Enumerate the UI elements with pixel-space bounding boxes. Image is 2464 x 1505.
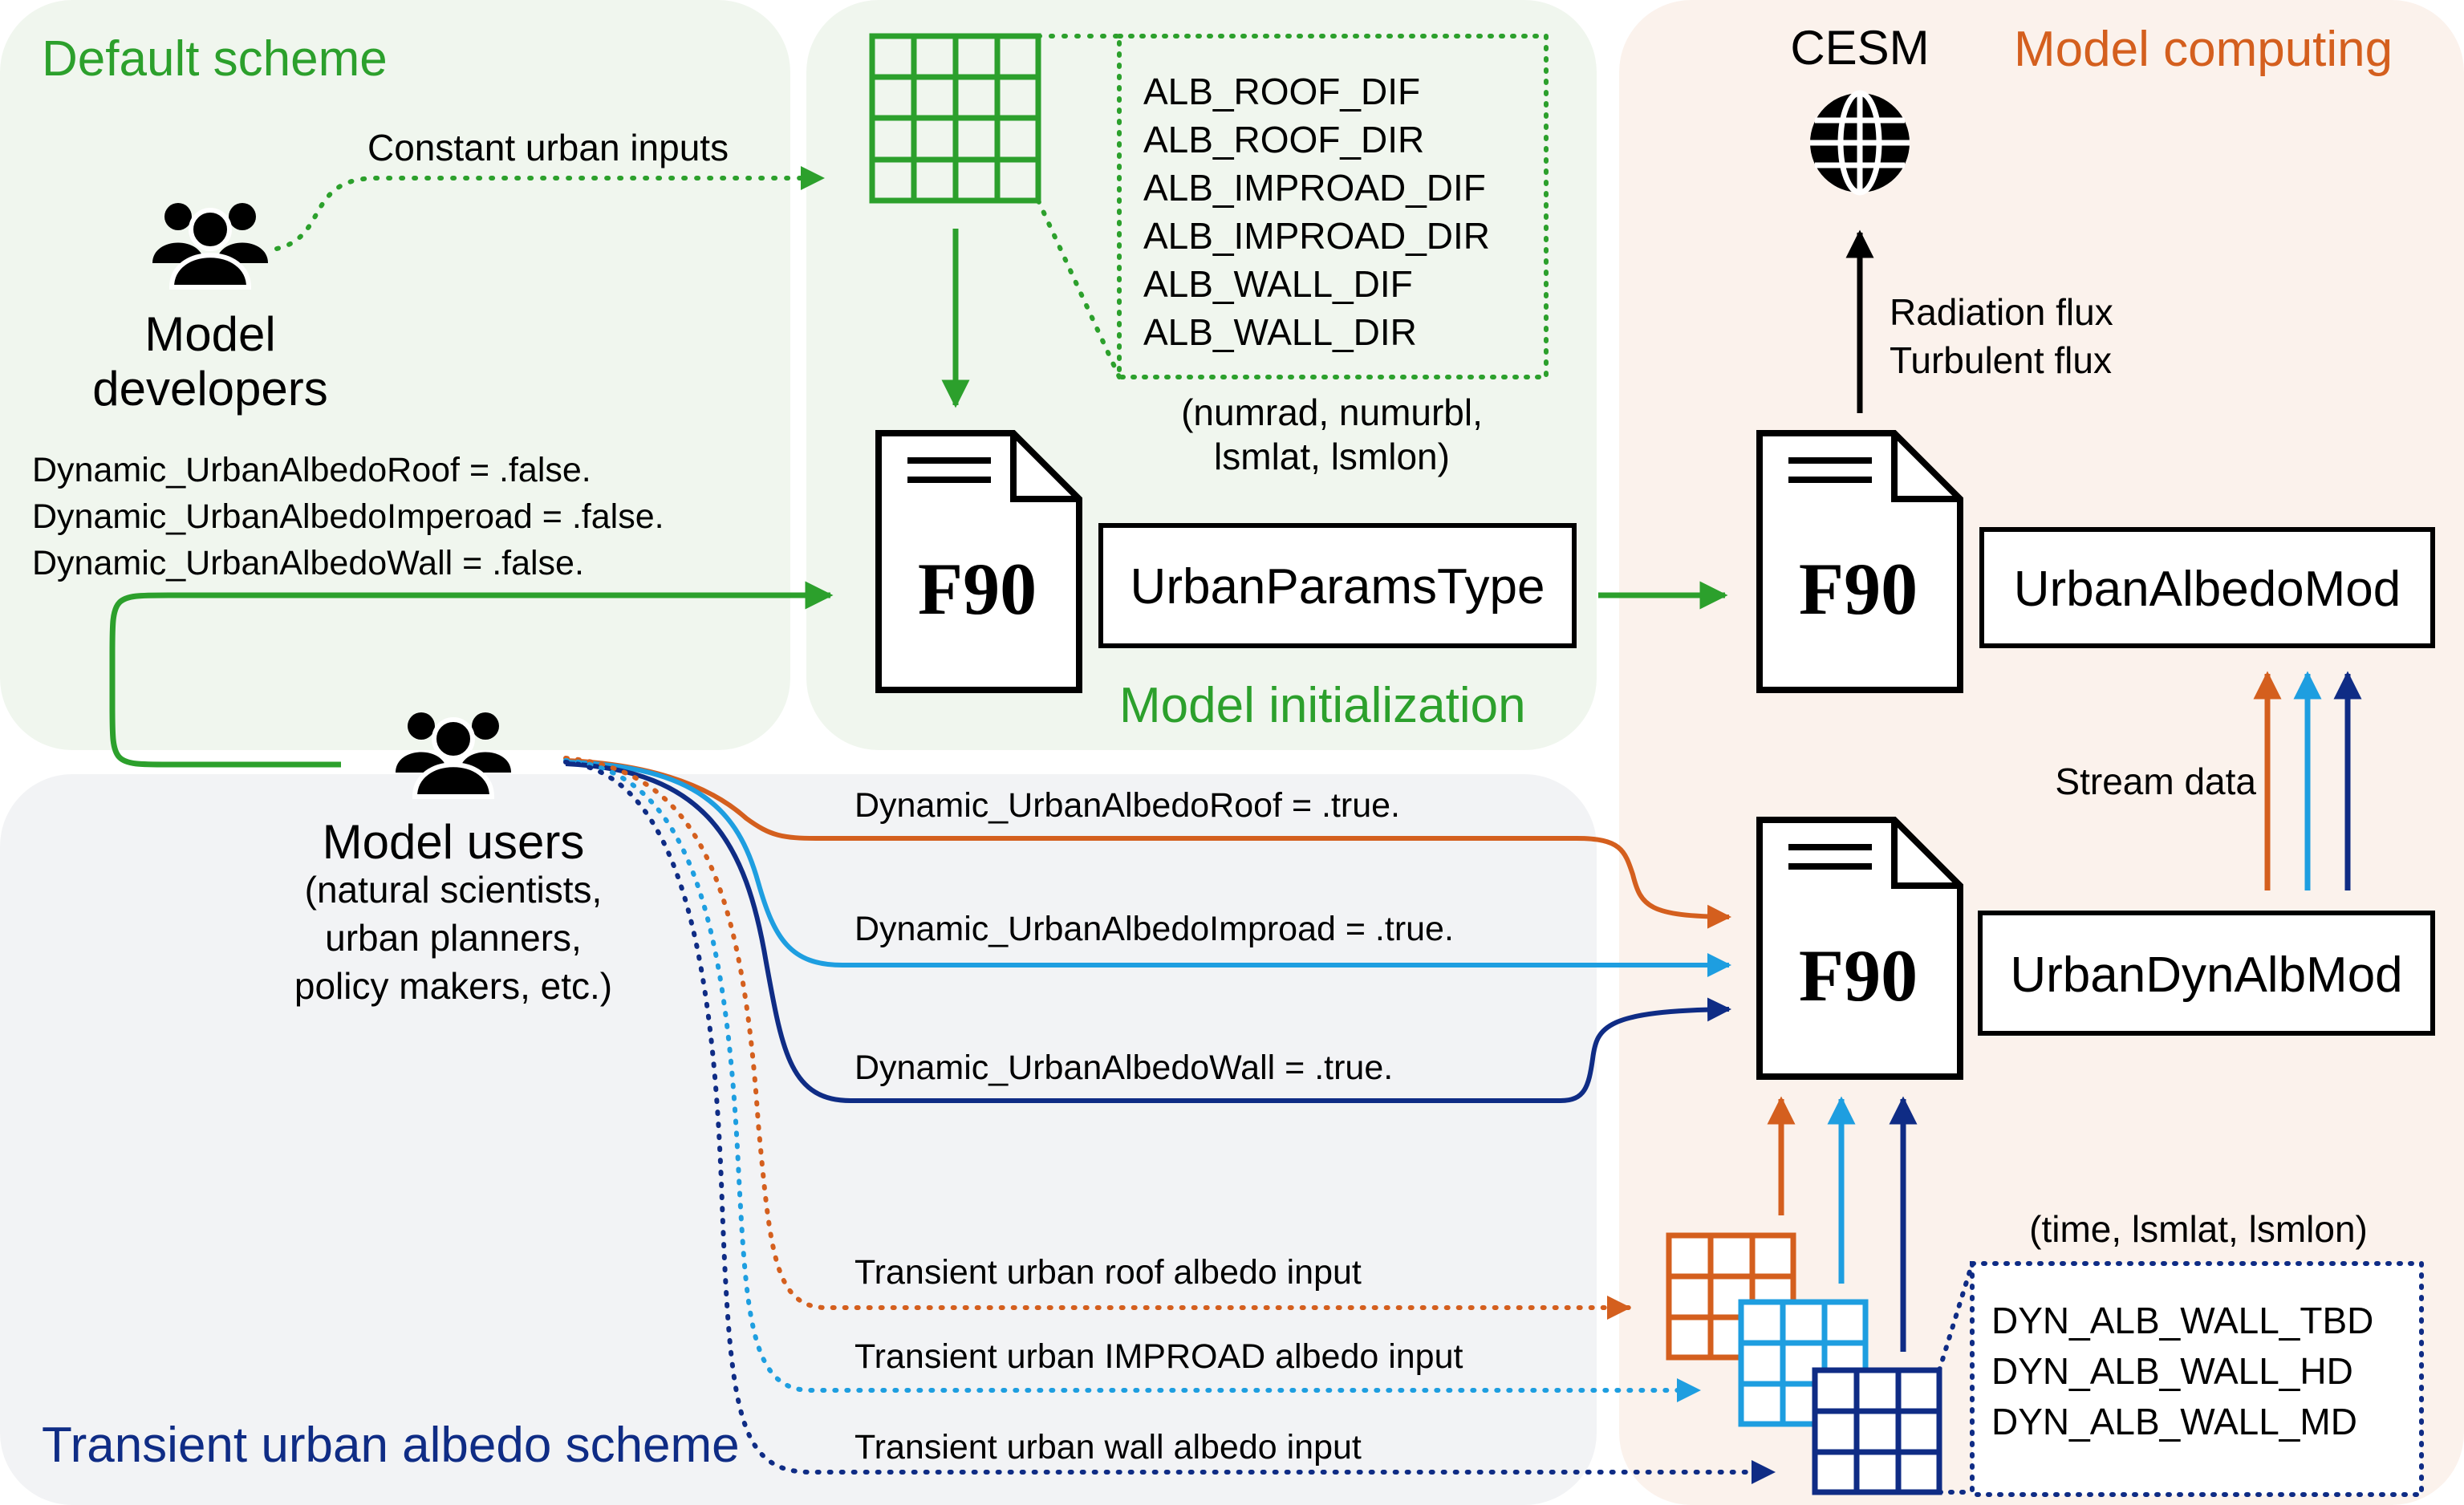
dyn-var: DYN_ALB_WALL_MD (1991, 1401, 2357, 1442)
improad-flag-arrow (565, 760, 1731, 977)
param-var: ALB_WALL_DIF (1143, 263, 1413, 305)
params-table-icon (869, 33, 1041, 204)
params-var-list: ALB_ROOF_DIF ALB_ROOF_DIR ALB_IMPROAD_DI… (1143, 71, 1490, 353)
stream-data-label: Stream data (2055, 761, 2256, 802)
transient-scheme-region (0, 774, 1597, 1505)
cesm-label: CESM (1790, 21, 1929, 75)
default-scheme-title: Default scheme (42, 31, 388, 87)
urban-params-box (1098, 523, 1577, 648)
transient-input-improad: Transient urban IMPROAD albedo input (854, 1337, 1463, 1376)
param-var: ALB_ROOF_DIR (1143, 119, 1424, 160)
default-flag-imperoad: Dynamic_UrbanAlbedoImperoad = .false. (32, 497, 664, 536)
developers-label-1: Model (144, 307, 275, 361)
developers-label-2: developers (92, 362, 328, 416)
model-init-title: Model initialization (1119, 678, 1526, 733)
urban-params-label: UrbanParamsType (1131, 559, 1545, 615)
model-computing-title: Model computing (2014, 22, 2393, 77)
dyn-dims: (time, lsmlat, lsmlon) (2029, 1208, 2368, 1250)
flux-turbulent: Turbulent flux (1890, 339, 2112, 381)
true-flag-improad: Dynamic_UrbanAlbedoImproad = .true. (854, 910, 1454, 948)
true-flag-wall: Dynamic_UrbanAlbedoWall = .true. (854, 1049, 1393, 1087)
urban-albedo-label: UrbanAlbedoMod (2014, 562, 2401, 617)
urban-dyn-label: UrbanDynAlbMod (2010, 947, 2402, 1003)
params-var-box (1117, 34, 1549, 379)
dyn-var: DYN_ALB_WALL_TBD (1991, 1300, 2373, 1341)
users-sub-3: policy makers, etc.) (294, 965, 612, 1007)
params-dims-2: lsmlat, lsmlon) (1214, 436, 1450, 477)
globe-icon (1810, 90, 1910, 196)
default-scheme-region (0, 0, 790, 750)
param-var: ALB_IMPROAD_DIF (1143, 167, 1486, 209)
default-flag-roof: Dynamic_UrbanAlbedoRoof = .false. (32, 451, 591, 489)
f90-label-albedo: F90 (1799, 548, 1918, 630)
urban-dyn-box (1978, 911, 2435, 1036)
wall-table-icon (1812, 1367, 1942, 1495)
improad-input-arrow (563, 758, 1701, 1402)
default-flag-wall: Dynamic_UrbanAlbedoWall = .false. (32, 544, 584, 582)
transient-scheme-title: Transient urban albedo scheme (42, 1418, 740, 1473)
param-var: ALB_WALL_DIR (1143, 311, 1417, 353)
dyn-var-box (1970, 1261, 2424, 1497)
wall-input-arrow (563, 760, 1776, 1484)
dyn-connector-top (1937, 1261, 1975, 1373)
params-dims-1: (numrad, numurbl, (1181, 391, 1483, 433)
true-flag-roof: Dynamic_UrbanAlbedoRoof = .true. (854, 786, 1400, 825)
f90-label-dyn: F90 (1799, 935, 1918, 1016)
users-label: Model users (323, 815, 585, 869)
transient-input-roof: Transient urban roof albedo input (854, 1253, 1362, 1292)
param-var: ALB_IMPROAD_DIR (1143, 215, 1490, 257)
f90-label-init: F90 (918, 548, 1037, 630)
constant-inputs-label: Constant urban inputs (367, 127, 729, 168)
users-sub-2: urban planners, (325, 917, 582, 959)
users-default-arrow (109, 581, 834, 768)
param-var: ALB_ROOF_DIF (1143, 71, 1420, 112)
dyn-var: DYN_ALB_WALL_HD (1991, 1350, 2353, 1392)
roof-input-arrow (563, 756, 1631, 1320)
transient-input-wall: Transient urban wall albedo input (854, 1428, 1362, 1466)
flux-radiation: Radiation flux (1890, 291, 2113, 333)
wall-flag-arrow (565, 761, 1731, 1103)
urban-albedo-box (1979, 527, 2435, 648)
model-computing-region (1619, 0, 2464, 1505)
constant-inputs-arrow (274, 166, 825, 251)
users-sub-1: (natural scientists, (305, 869, 603, 911)
